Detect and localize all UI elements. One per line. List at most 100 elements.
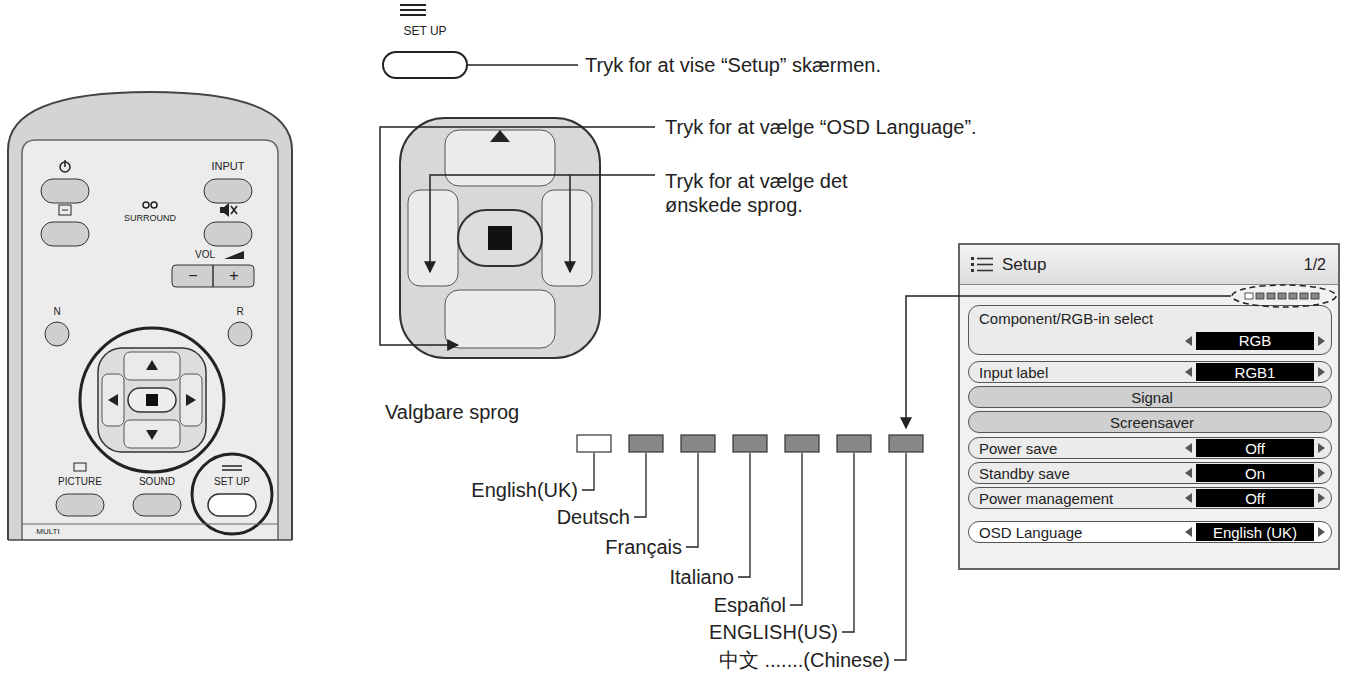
left-arrow xyxy=(1185,493,1192,503)
left-arrow xyxy=(1185,443,1192,453)
illustration-part xyxy=(445,290,555,348)
language-name: Français xyxy=(605,535,682,559)
button-label: R xyxy=(236,306,243,318)
button-label: SET UP xyxy=(214,476,250,488)
language-swatch xyxy=(889,435,923,452)
menu-title-bar: Setup1/2 xyxy=(960,245,1338,285)
illustration-part xyxy=(22,140,278,540)
right-arrow xyxy=(1318,527,1325,537)
illustration-part xyxy=(56,494,104,516)
right-arrow xyxy=(1318,493,1325,503)
language-swatches xyxy=(577,435,923,660)
value-box: English (UK) xyxy=(1196,523,1314,541)
menu-item-value: On xyxy=(1245,465,1265,482)
language-name: 中文 .......(Chinese) xyxy=(719,648,890,672)
value-selector: Off xyxy=(1185,439,1325,457)
illustration-part xyxy=(186,394,196,406)
menu-item: OSD LanguageEnglish (UK) xyxy=(968,521,1332,543)
value-box: RGB1 xyxy=(1196,363,1314,381)
illustration-part xyxy=(542,190,592,286)
language-swatch xyxy=(785,435,819,452)
callout-text: Tryk for at vælge “OSD Language”. xyxy=(665,115,977,139)
illustration-part xyxy=(228,322,252,346)
right-arrow xyxy=(1318,336,1325,346)
left-arrow xyxy=(1185,468,1192,478)
menu-item: Standby saveOn xyxy=(968,462,1332,484)
illustration-part xyxy=(569,175,571,272)
illustration-part xyxy=(977,263,993,265)
illustration-part xyxy=(220,203,229,217)
illustration-part xyxy=(180,374,202,426)
left-arrow xyxy=(1185,527,1192,537)
menu-item: Signal xyxy=(968,386,1332,408)
value-selector: RGB xyxy=(1185,332,1325,350)
menu-item-label: Signal xyxy=(1131,389,1173,406)
illustration-part xyxy=(59,205,71,215)
leader-line xyxy=(738,453,750,577)
illustration-part xyxy=(400,9,426,11)
button-label: MULTI xyxy=(36,527,59,537)
menu-title: Setup xyxy=(1002,255,1046,275)
menu-item: Power save Off xyxy=(968,437,1332,459)
remote-control xyxy=(8,92,292,540)
illustration-part xyxy=(383,52,467,78)
illustration-part xyxy=(222,465,242,467)
illustration-part xyxy=(133,494,181,516)
section-heading: Valgbare sprog xyxy=(385,400,519,424)
setup-menu: Setup1/2Component/RGB-in selectRGBInput … xyxy=(958,243,1340,570)
illustration-part xyxy=(102,374,124,426)
callout-text: Tryk for at vise “Setup” skærmen. xyxy=(585,53,881,77)
illustration-part xyxy=(8,92,292,540)
value-box: On xyxy=(1196,464,1314,482)
illustration-part xyxy=(408,190,458,286)
illustration-part xyxy=(22,524,278,525)
button-label: PICTURE xyxy=(58,476,102,488)
illustration-part xyxy=(488,226,512,250)
menu-icon xyxy=(970,256,994,274)
illustration-part xyxy=(128,388,176,412)
right-arrow xyxy=(1318,443,1325,453)
illustration-part xyxy=(204,179,252,203)
button-label: − xyxy=(188,266,197,285)
leader-line xyxy=(686,453,698,547)
illustration-part xyxy=(98,348,206,452)
illustration-part xyxy=(62,210,68,211)
illustration-part xyxy=(467,64,578,66)
leader-line xyxy=(894,453,906,660)
illustration-part xyxy=(231,206,237,214)
leader-line xyxy=(842,453,854,632)
illustration-part xyxy=(45,322,69,346)
menu-item: Power management Off xyxy=(968,487,1332,509)
value-selector: English (UK) xyxy=(1185,523,1325,541)
left-arrow xyxy=(1185,336,1192,346)
cursor-pad-closeup xyxy=(380,118,655,358)
illustration-part xyxy=(41,222,89,246)
language-swatch xyxy=(577,435,611,452)
button-label: INPUT xyxy=(212,160,245,173)
value-box: Off xyxy=(1196,439,1314,457)
value-box: Off xyxy=(1196,489,1314,507)
illustration-part xyxy=(108,394,118,406)
language-name: English(UK) xyxy=(471,478,578,502)
menu-item-value: English (UK) xyxy=(1213,524,1297,541)
language-name: Español xyxy=(714,593,786,617)
illustration-part xyxy=(41,179,89,203)
button-label: + xyxy=(229,266,238,285)
menu-item-label: Input label xyxy=(979,364,1048,381)
language-swatch xyxy=(837,435,871,452)
menu-item-label: Screensaver xyxy=(1110,414,1194,431)
illustration-part xyxy=(971,263,974,266)
illustration-part xyxy=(430,175,655,272)
menu-item-label: Power management xyxy=(979,490,1113,507)
language-swatch xyxy=(629,435,663,452)
menu-item-label: Power save xyxy=(979,440,1057,457)
menu-item: Input label RGB1 xyxy=(968,361,1332,383)
illustration-part xyxy=(458,210,542,266)
button-label: VOL xyxy=(195,249,215,261)
illustration-part xyxy=(445,130,555,186)
illustration-part xyxy=(172,265,254,287)
illustration-part xyxy=(208,494,256,516)
button-label: N xyxy=(53,306,60,318)
leader-line xyxy=(790,453,802,605)
illustration-part xyxy=(490,130,510,142)
